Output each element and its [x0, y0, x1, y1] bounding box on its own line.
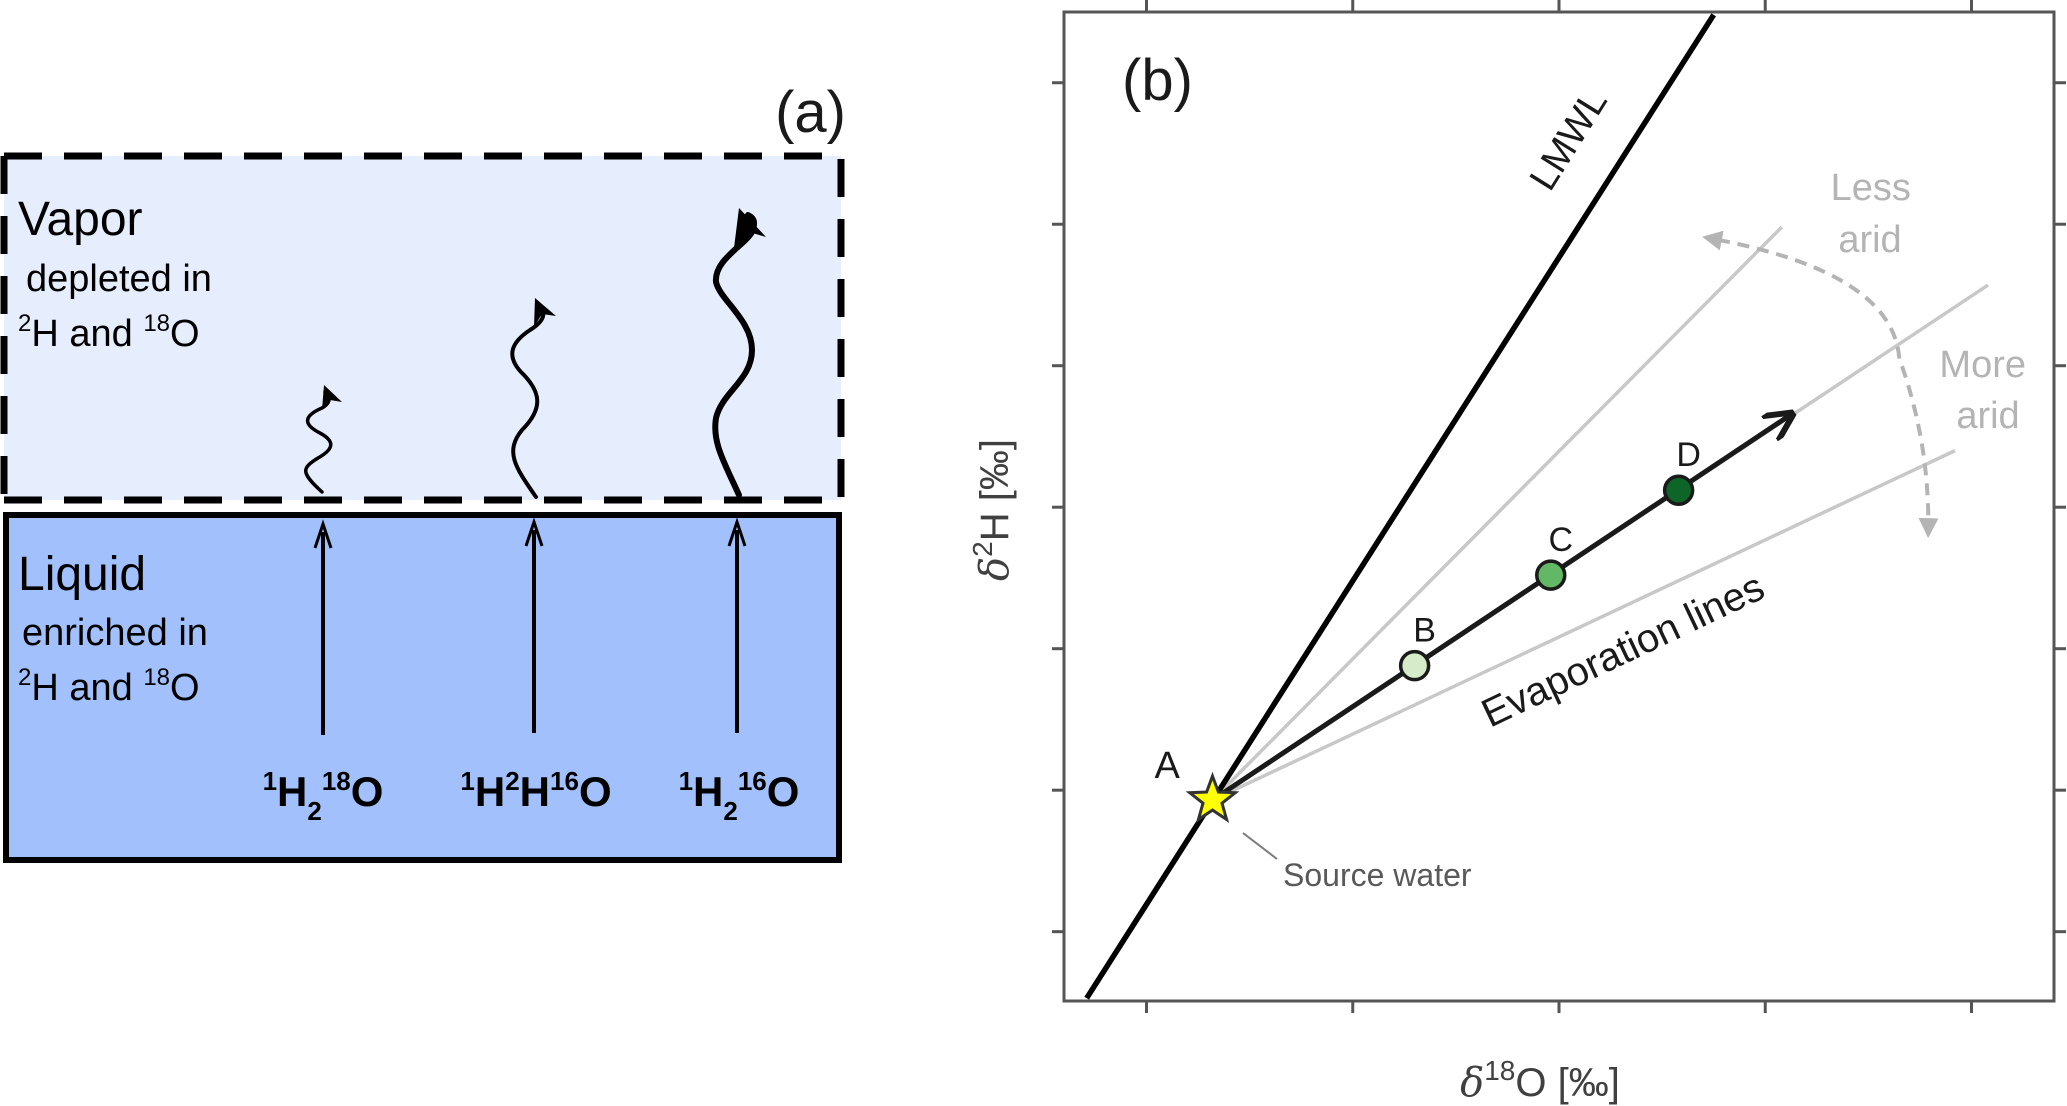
x-axis-label: δ18O [‰] — [1460, 1055, 1620, 1106]
y-axis-label: δ2H [‰] — [967, 439, 1018, 581]
aridity-dashed-arrow — [1702, 230, 1939, 539]
source-water-leader — [1242, 832, 1278, 860]
source-water-star-marker — [1185, 771, 1240, 824]
formula-part: H — [693, 768, 723, 815]
panel-a: (a) Vapor depleted in 2H and 18O Liquid … — [0, 80, 846, 863]
species-label-h2-18o: 1H218O — [263, 766, 384, 826]
point-label-d: D — [1676, 436, 1701, 474]
liquid-region — [3, 512, 842, 863]
point-label-c: C — [1548, 521, 1573, 559]
formula-part: 18 — [322, 766, 351, 796]
vapor-title: Vapor — [18, 193, 143, 246]
formula-part: 16 — [738, 766, 767, 796]
panel-b-label: (b) — [1122, 48, 1193, 113]
point-label-a: A — [1155, 745, 1181, 787]
more-arid-line2: arid — [1956, 395, 2019, 437]
vapor-isotopes: 2H and 18O — [18, 310, 200, 355]
liquid-arrowhead-hdo — [524, 517, 544, 547]
point-b-marker — [1398, 649, 1431, 682]
formula-part: O — [351, 768, 384, 815]
formula-part: H — [277, 768, 307, 815]
formula-part: 2 — [505, 766, 519, 796]
vapor-wavy-arrow-hdo — [510, 303, 546, 499]
species-label-hdo: 1H2H16O — [460, 766, 611, 815]
source-water-label: Source water — [1283, 857, 1472, 893]
panel-b: A B C D (b) LMWL Less arid More arid Evapor… — [967, 0, 2066, 1106]
formula-part: 2 — [307, 796, 321, 826]
vapor-region — [4, 156, 841, 500]
panel-a-label: (a) — [775, 80, 846, 145]
plot-points: A B C D — [1155, 436, 1701, 824]
vapor-wavy-arrow-h2-18o — [304, 390, 333, 494]
point-d-marker — [1662, 474, 1695, 506]
evaporation-line-less-arid — [1211, 225, 1783, 802]
less-arid-line2: arid — [1838, 219, 1901, 261]
less-arid-label: Less arid — [1831, 167, 1922, 261]
lmwl-label: LMWL — [1522, 82, 1616, 197]
evaporation-lines-label: Evaporation lines — [1475, 565, 1771, 736]
formula-part: O — [767, 768, 800, 815]
species-labels: 1H218O 1H2H16O 1H216O — [263, 766, 800, 826]
axis-ticks — [1052, 0, 2066, 1013]
formula-part: 1 — [263, 766, 277, 796]
liquid-title: Liquid — [18, 548, 146, 601]
lmwl-line — [1084, 13, 1717, 1000]
evaporation-trajectory — [1211, 414, 1793, 803]
vapor-subtitle: depleted in — [26, 258, 212, 300]
liquid-subtitle: enriched in — [22, 612, 208, 654]
liquid-isotopes: 2H and 18O — [18, 664, 200, 709]
vapor-dashed-border — [0, 152, 845, 504]
formula-part: 1 — [679, 766, 693, 796]
liquid-arrows — [313, 517, 747, 735]
liquid-arrowhead-h2-18o — [313, 519, 333, 549]
formula-part: O — [579, 768, 612, 815]
formula-part: 2 — [723, 796, 737, 826]
vapor-arrowhead-hdo — [534, 298, 556, 327]
formula-part: H — [520, 768, 550, 815]
point-c-marker — [1535, 559, 1567, 591]
vapor-arrowhead-h2-18o — [322, 385, 342, 410]
point-label-b: B — [1413, 612, 1436, 650]
formula-part: 16 — [550, 766, 579, 796]
species-label-h2-16o: 1H216O — [679, 766, 800, 826]
formula-part: 1 — [460, 766, 474, 796]
aridity-arc — [1702, 230, 1939, 539]
liquid-arrowhead-h2-16o — [727, 517, 747, 547]
vapor-arrowhead-h2-16o — [734, 208, 766, 248]
more-arid-line1: More — [1939, 344, 2026, 386]
vapor-arrows — [304, 208, 766, 499]
formula-part: H — [475, 768, 505, 815]
more-arid-label: More arid — [1939, 344, 2036, 437]
less-arid-line1: Less — [1831, 167, 1911, 209]
